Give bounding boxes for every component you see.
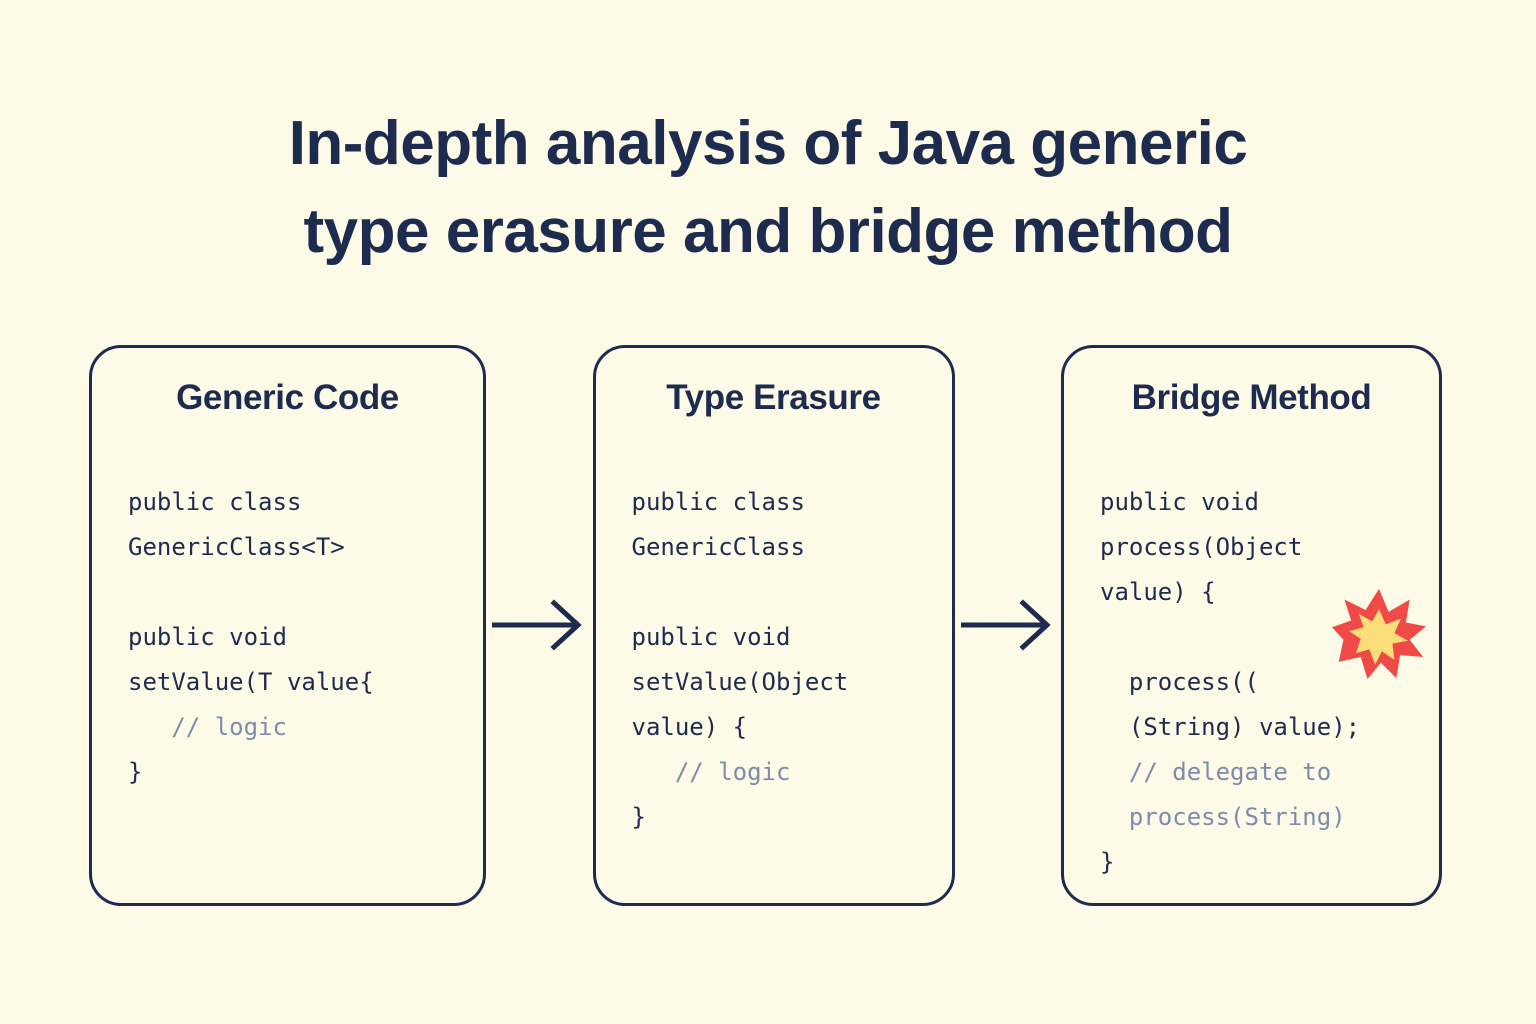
code-line: setValue(T value{ <box>128 668 374 696</box>
code-comment-line: // delegate to <box>1100 758 1332 786</box>
code-comment-line: process(String) <box>1100 803 1346 831</box>
code-blank-line <box>632 570 916 615</box>
code-line: public class <box>128 488 302 516</box>
flow-card-title: Generic Code <box>176 378 399 417</box>
arrow-right-icon <box>960 599 1055 651</box>
code-line: } <box>1100 848 1115 876</box>
code-line: public void <box>128 623 287 651</box>
code-line: process(( <box>1100 668 1259 696</box>
flow-card-generic-code: Generic Code public class GenericClass<T… <box>89 345 486 906</box>
connector-arrow-1 <box>486 345 593 905</box>
code-line: } <box>128 758 143 786</box>
collision-icon <box>1331 586 1427 682</box>
code-line: value) { <box>1100 578 1216 606</box>
collision-inner-star <box>1349 609 1408 665</box>
code-block-type-erasure: public class GenericClass public void se… <box>632 480 916 840</box>
flow-card-title: Bridge Method <box>1131 378 1372 417</box>
flow-card-title: Type Erasure <box>666 378 881 417</box>
code-blank-line <box>128 570 447 615</box>
arrow-right-icon <box>492 599 586 651</box>
flow-card-bridge-method: Bridge Method public void process(Object… <box>1061 345 1442 906</box>
code-line: process(Object <box>1100 533 1303 561</box>
code-block-bridge-method: public void process(Object value) { proc… <box>1100 480 1403 885</box>
flow-card-type-erasure: Type Erasure public class GenericClass p… <box>592 345 955 906</box>
code-line: public void <box>631 623 791 651</box>
code-comment-line: // logic <box>128 713 287 741</box>
code-line: public class <box>631 488 805 516</box>
code-comment-line: // logic <box>631 758 791 786</box>
code-line: } <box>631 803 646 831</box>
code-line: GenericClass <box>631 533 805 561</box>
code-block-generic-code: public class GenericClass<T> public void… <box>128 480 447 795</box>
code-line: value) { <box>631 713 748 741</box>
code-line: (String) value); <box>1100 713 1361 741</box>
flow-diagram: Generic Code public class GenericClass<T… <box>89 345 1442 906</box>
connector-arrow-2 <box>955 345 1062 905</box>
code-line: setValue(Object <box>631 668 849 696</box>
code-line: public void <box>1100 488 1259 516</box>
code-line: GenericClass<T> <box>128 533 345 561</box>
page-title: In-depth analysis of Java generic type e… <box>288 108 1248 266</box>
